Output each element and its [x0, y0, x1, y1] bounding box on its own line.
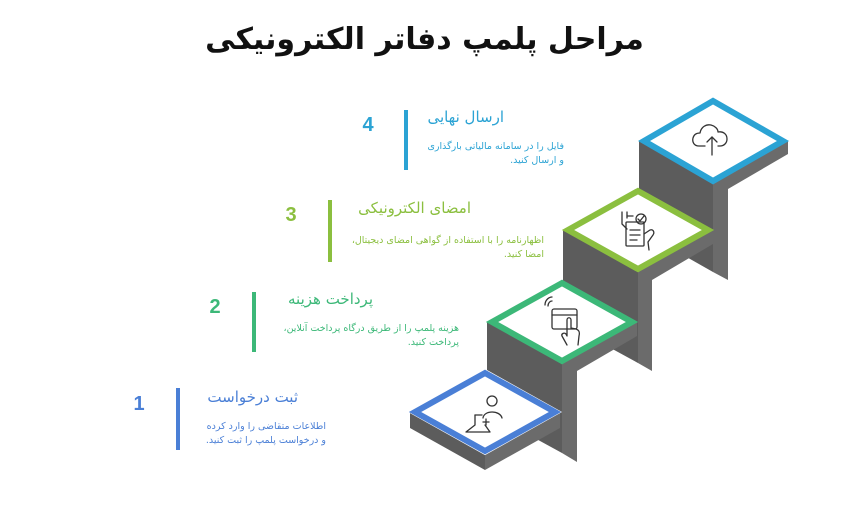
step-1-description: اطلاعات متقاضی را وارد کرده و درخواست پل… — [176, 420, 326, 448]
step-2-platform — [485, 279, 639, 365]
sign-document-icon — [621, 211, 655, 251]
step-4-description: فایل را در سامانه مالیاتی بارگذاری و ارس… — [404, 140, 565, 168]
step-3-desc-line2: امضا کنید. — [503, 249, 544, 260]
step-2-desc-line2: پرداخت کنید. — [407, 337, 459, 348]
step-2-heading: پرداخت هزینه — [288, 290, 373, 308]
step-1-heading: ثبت درخواست — [207, 388, 298, 406]
step-1-number: 1 — [133, 393, 145, 415]
touch-payment-icon — [544, 296, 581, 346]
step-2-description: هزینه پلمپ را از طریق درگاه پرداخت آنلای… — [259, 322, 460, 350]
step-2-number: 2 — [209, 296, 221, 318]
step-3-desc-line1: اظهارنامه را با استفاده از گواهی امضای د… — [351, 235, 544, 246]
step-2-divider — [252, 292, 256, 352]
cloud-upload-icon — [692, 124, 728, 156]
step-4-desc-line2: و ارسال کنید. — [510, 155, 564, 166]
step-3-description: اظهارنامه را با استفاده از گواهی امضای د… — [324, 234, 544, 262]
step-4-platform — [638, 97, 790, 185]
step-1-desc-line1: اطلاعات متقاضی را وارد کرده — [206, 421, 326, 432]
step-2-desc-line1: هزینه پلمپ را از طریق درگاه پرداخت آنلای… — [283, 323, 460, 334]
step-4-divider — [404, 110, 408, 170]
step-4-heading: ارسال نهایی — [427, 108, 504, 126]
page-title: مراحل پلمپ دفاتر الکترونیکی — [205, 22, 644, 57]
step-1-platform — [407, 368, 563, 456]
step-4-number: 4 — [362, 114, 374, 136]
user-add-laptop-icon — [465, 395, 503, 433]
step-1-desc-line2: و درخواست پلمپ را ثبت کنید. — [205, 435, 326, 446]
step-3-number: 3 — [285, 204, 297, 226]
step-4-desc-line1: فایل را در سامانه مالیاتی بارگذاری — [427, 141, 565, 152]
step-3-heading: امضای الکترونیکی — [358, 199, 471, 217]
step-3-divider — [328, 200, 332, 262]
step-1-divider — [176, 388, 180, 450]
